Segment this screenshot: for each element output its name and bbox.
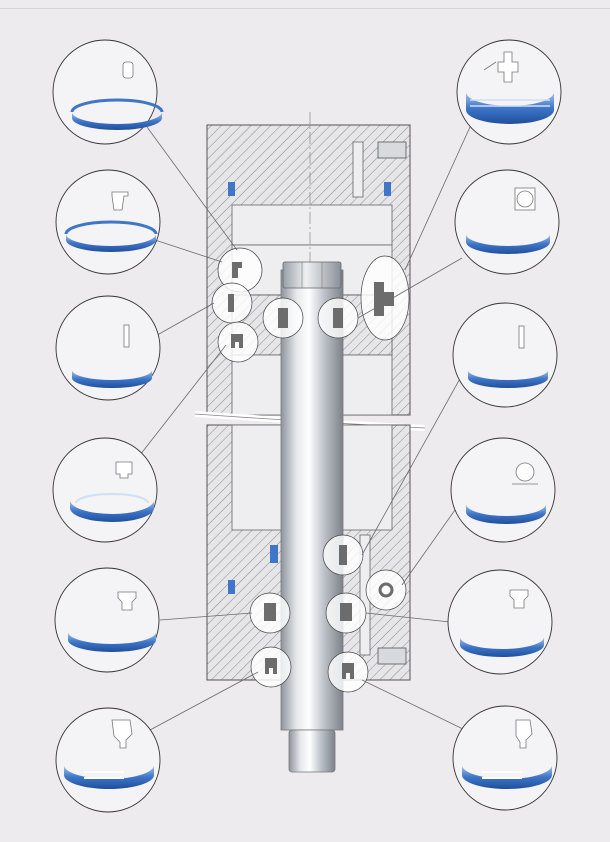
detail-circle-L3 [55,295,161,401]
piston-nut [282,261,342,289]
left-detail-column [52,39,164,813]
detail-circle-R5 [447,569,553,675]
detail-circle-R6 [452,705,558,811]
detail-circle-L6 [55,707,161,813]
detail-circle-R2 [454,169,560,275]
detail-circle-L5 [54,567,160,673]
top-rule [0,8,610,9]
seal-profile-marks [228,262,394,679]
piston-rod [280,269,344,773]
detail-circle-L1 [52,39,164,145]
detail-circle-L4 [52,437,158,543]
detail-circle-R4 [450,437,556,543]
detail-circle-L2 [55,169,161,275]
detail-circle-R1 [456,39,562,145]
right-detail-column [447,39,562,811]
callout-lines [139,126,471,731]
detail-circle-R3 [452,302,558,408]
